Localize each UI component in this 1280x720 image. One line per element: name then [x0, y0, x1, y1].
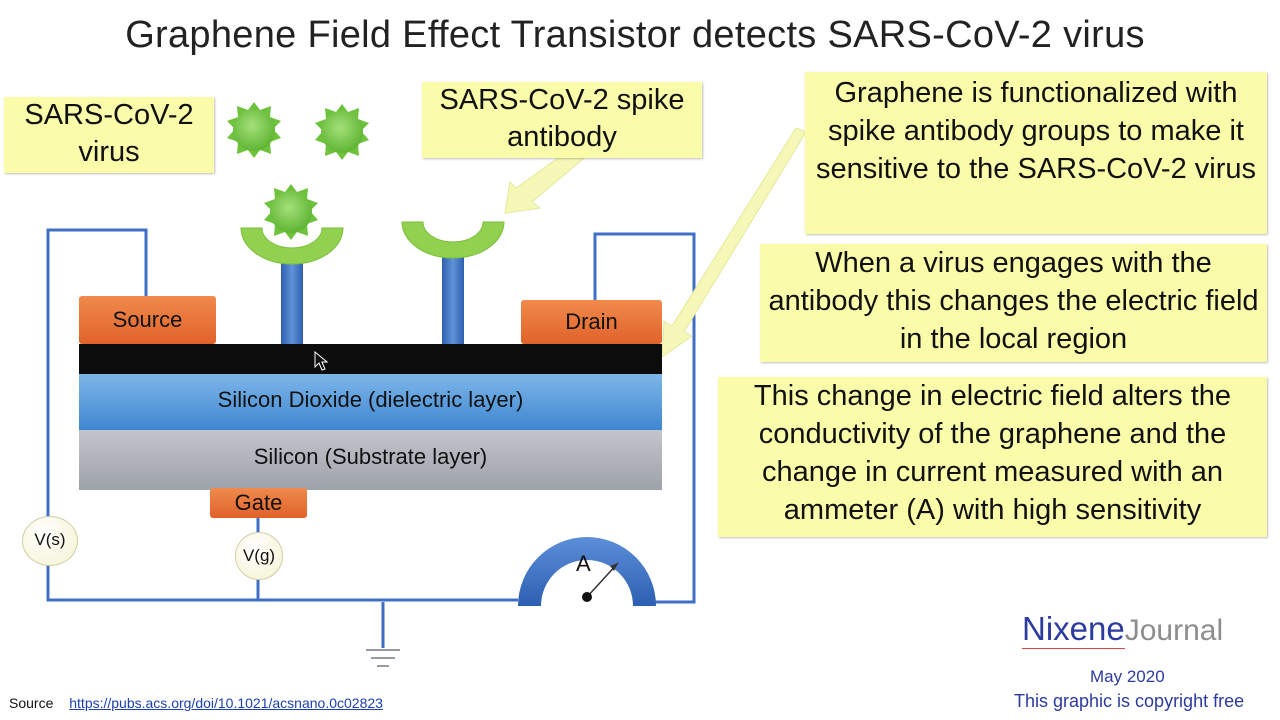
- gate-electrode: Gate: [210, 488, 307, 518]
- copyright-note: This graphic is copyright free: [1014, 691, 1245, 711]
- graphene-layer: [79, 344, 662, 374]
- bound-virus-icon: [264, 184, 318, 240]
- ammeter-icon: [518, 537, 656, 606]
- antibody-label: SARS-CoV-2 spike antibody: [422, 82, 702, 158]
- mouse-cursor-icon: [314, 351, 328, 371]
- drain-electrode: Drain: [521, 300, 662, 344]
- nixene-logo: NixeneJournal: [1022, 610, 1224, 649]
- source-label: Source: [9, 695, 54, 711]
- note-functionalized: Graphene is functionalized with spike an…: [805, 72, 1267, 234]
- source-link[interactable]: https://pubs.acs.org/doi/10.1021/acsnano…: [69, 695, 383, 711]
- gate-voltage-meter: V(g): [235, 532, 283, 580]
- substrate-label: Silicon (Substrate layer): [253, 444, 488, 469]
- antibody-empty: [401, 221, 505, 344]
- note-engages: When a virus engages with the antibody t…: [760, 244, 1267, 362]
- virus-icon: [227, 102, 281, 158]
- virus-label: SARS-CoV-2 virus: [4, 97, 214, 173]
- ammeter-label: A: [576, 551, 591, 576]
- dielectric-label: Silicon Dioxide (dielectric layer): [217, 387, 524, 412]
- virus-icon: [315, 104, 369, 160]
- source-electrode: Source: [79, 296, 216, 344]
- note-conductivity: This change in electric field alters the…: [718, 377, 1267, 537]
- dielectric-layer: [79, 372, 662, 430]
- source-citation: Source https://pubs.acs.org/doi/10.1021/…: [9, 695, 383, 711]
- logo-sub: Journal: [1124, 614, 1224, 647]
- note-arrow: [661, 127, 807, 358]
- publish-date: May 2020: [1090, 667, 1165, 686]
- slide-title: Graphene Field Effect Transistor detects…: [125, 14, 1145, 56]
- substrate-layer: [79, 428, 662, 490]
- source-voltage-meter: V(s): [22, 516, 78, 566]
- antibody-with-virus: [240, 227, 344, 344]
- logo-main: Nixene: [1022, 610, 1125, 649]
- ground-icon: [366, 649, 400, 667]
